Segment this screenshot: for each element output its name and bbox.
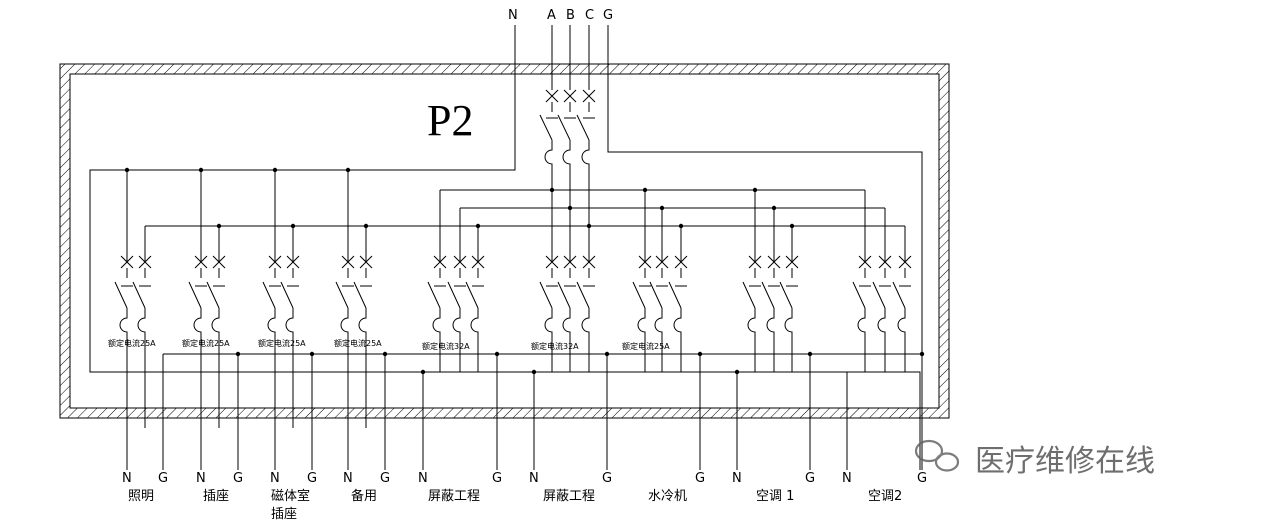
rating-label-6: 额定电流32A: [531, 341, 579, 351]
svg-text:G: G: [233, 471, 243, 486]
rating-label-3: 额定电流25A: [258, 338, 306, 348]
svg-text:G: G: [917, 471, 927, 486]
supply-label-g: G: [603, 8, 613, 23]
circuit-name-lighting: 照明: [128, 489, 154, 504]
branch-breaker: [539, 255, 596, 372]
supply-label-c: C: [585, 8, 594, 23]
svg-text:G: G: [307, 471, 317, 486]
circuit-name-ac-1: 空调 1: [756, 489, 794, 504]
svg-text:G: G: [380, 471, 390, 486]
svg-text:N: N: [842, 471, 852, 486]
wechat-logo-icon: [914, 439, 960, 472]
wiring: [89, 25, 923, 470]
branch-breaker: [335, 255, 373, 428]
supply-label-b: B: [566, 8, 575, 23]
rating-label-4: 额定电流25A: [334, 338, 382, 348]
panel-title: P2: [427, 96, 473, 145]
rating-label-7: 额定电流25A: [622, 341, 670, 351]
terminal-labels: N G N G N G N G N G N G G N G N G: [122, 471, 927, 486]
svg-text:G: G: [602, 471, 612, 486]
svg-text:G: G: [695, 471, 705, 486]
watermark: 医疗维修在线: [914, 439, 1155, 479]
circuit-name-shielding-2: 屏蔽工程: [543, 489, 595, 504]
branch-breaker: [852, 255, 912, 372]
circuit-name-chiller: 水冷机: [648, 489, 687, 504]
junction-dots: [124, 167, 925, 375]
circuit-name-magnet-room: 磁体室: [271, 488, 310, 504]
svg-text:G: G: [805, 471, 815, 486]
svg-text:N: N: [529, 471, 539, 486]
branch-breaker: [427, 255, 485, 372]
branch-breaker: [262, 255, 300, 428]
circuit-name-shielding-1: 屏蔽工程: [428, 489, 480, 504]
svg-text:N: N: [270, 471, 280, 486]
branch-breaker: [742, 255, 799, 372]
circuit-name-sockets: 插座: [203, 489, 229, 504]
svg-text:N: N: [343, 471, 353, 486]
rating-label-2: 额定电流25A: [182, 338, 230, 348]
svg-text:N: N: [196, 471, 206, 486]
circuit-name-ac-2: 空调2: [868, 489, 902, 504]
rating-label-1: 额定电流25A: [108, 338, 156, 348]
svg-text:G: G: [492, 471, 502, 486]
watermark-text: 医疗维修在线: [975, 444, 1155, 479]
circuit-name-magnet-room-line2: 插座: [271, 507, 297, 522]
svg-text:G: G: [158, 471, 168, 486]
branch-breaker: [188, 255, 226, 428]
supply-label-n: N: [508, 8, 518, 23]
circuit-name-spare: 备用: [351, 488, 377, 504]
svg-text:N: N: [122, 471, 132, 486]
svg-text:N: N: [732, 471, 742, 486]
supply-label-a: A: [547, 8, 556, 23]
svg-text:N: N: [418, 471, 428, 486]
panel-enclosure: [59, 63, 950, 419]
branch-breakers: [114, 255, 912, 428]
rating-label-5: 额定电流32A: [422, 341, 470, 351]
branch-breaker: [114, 255, 152, 428]
branch-breaker: [632, 255, 688, 372]
